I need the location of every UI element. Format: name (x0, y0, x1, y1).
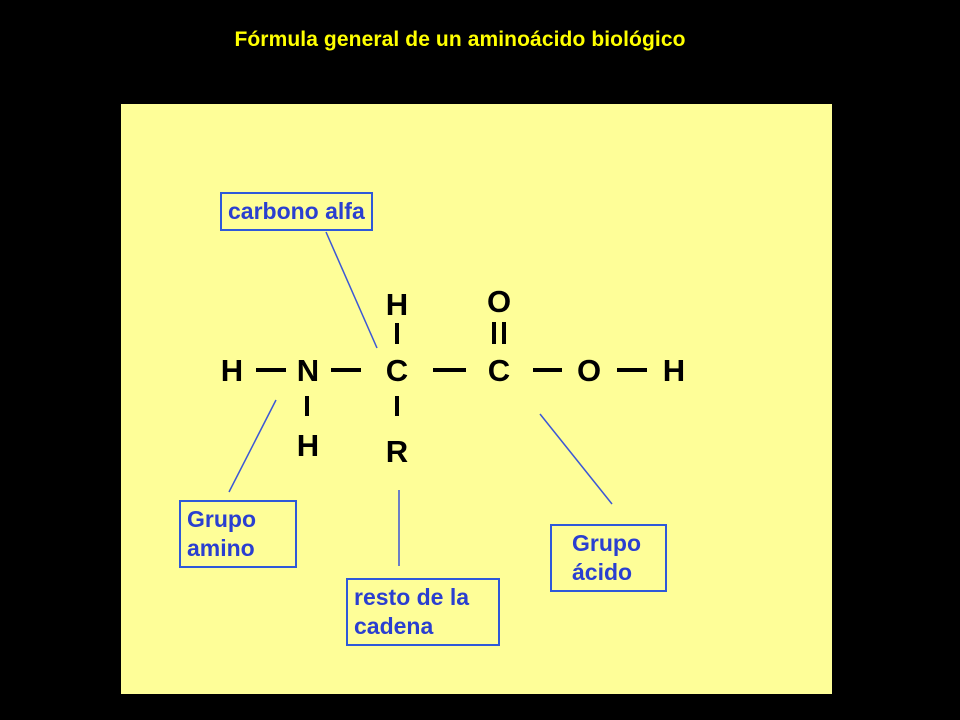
atom-h-below-n: H (297, 428, 319, 463)
atom-n: N (297, 353, 319, 388)
amino-acid-formula: H N H H C R C O O H (221, 231, 685, 566)
diagram-panel: H N H H C R C O O H carbono alfa Grupo a… (121, 104, 832, 694)
label-carbono-alfa-text: carbono alfa (228, 198, 365, 224)
atom-o-hydroxyl: O (577, 353, 601, 388)
label-resto-cadena-line1: resto de la (354, 584, 470, 610)
label-grupo-acido-line2: ácido (572, 559, 633, 585)
label-carbono-alfa: carbono alfa (220, 192, 373, 231)
label-grupo-acido: Grupo ácido (550, 524, 667, 592)
atom-h-above-c: H (386, 287, 408, 322)
atom-o-double: O (487, 284, 511, 319)
atom-r: R (386, 434, 408, 469)
atom-h-right: H (663, 353, 685, 388)
atom-c-carboxyl: C (488, 353, 510, 388)
label-resto-cadena: resto de la cadena (346, 578, 500, 646)
label-grupo-acido-line1: Grupo (572, 530, 641, 556)
label-grupo-amino: Grupo amino (179, 500, 297, 568)
pointer-carbono-alfa (325, 231, 378, 349)
slide-title: Fórmula general de un aminoácido biológi… (234, 28, 686, 51)
label-grupo-amino-line2: amino (187, 535, 255, 561)
label-resto-cadena-line2: cadena (354, 613, 434, 639)
atom-c-alpha: C (386, 353, 408, 388)
atom-h-left: H (221, 353, 243, 388)
pointer-grupo-amino (228, 399, 277, 493)
pointer-grupo-acido (539, 413, 613, 505)
label-grupo-amino-line1: Grupo (187, 506, 256, 532)
